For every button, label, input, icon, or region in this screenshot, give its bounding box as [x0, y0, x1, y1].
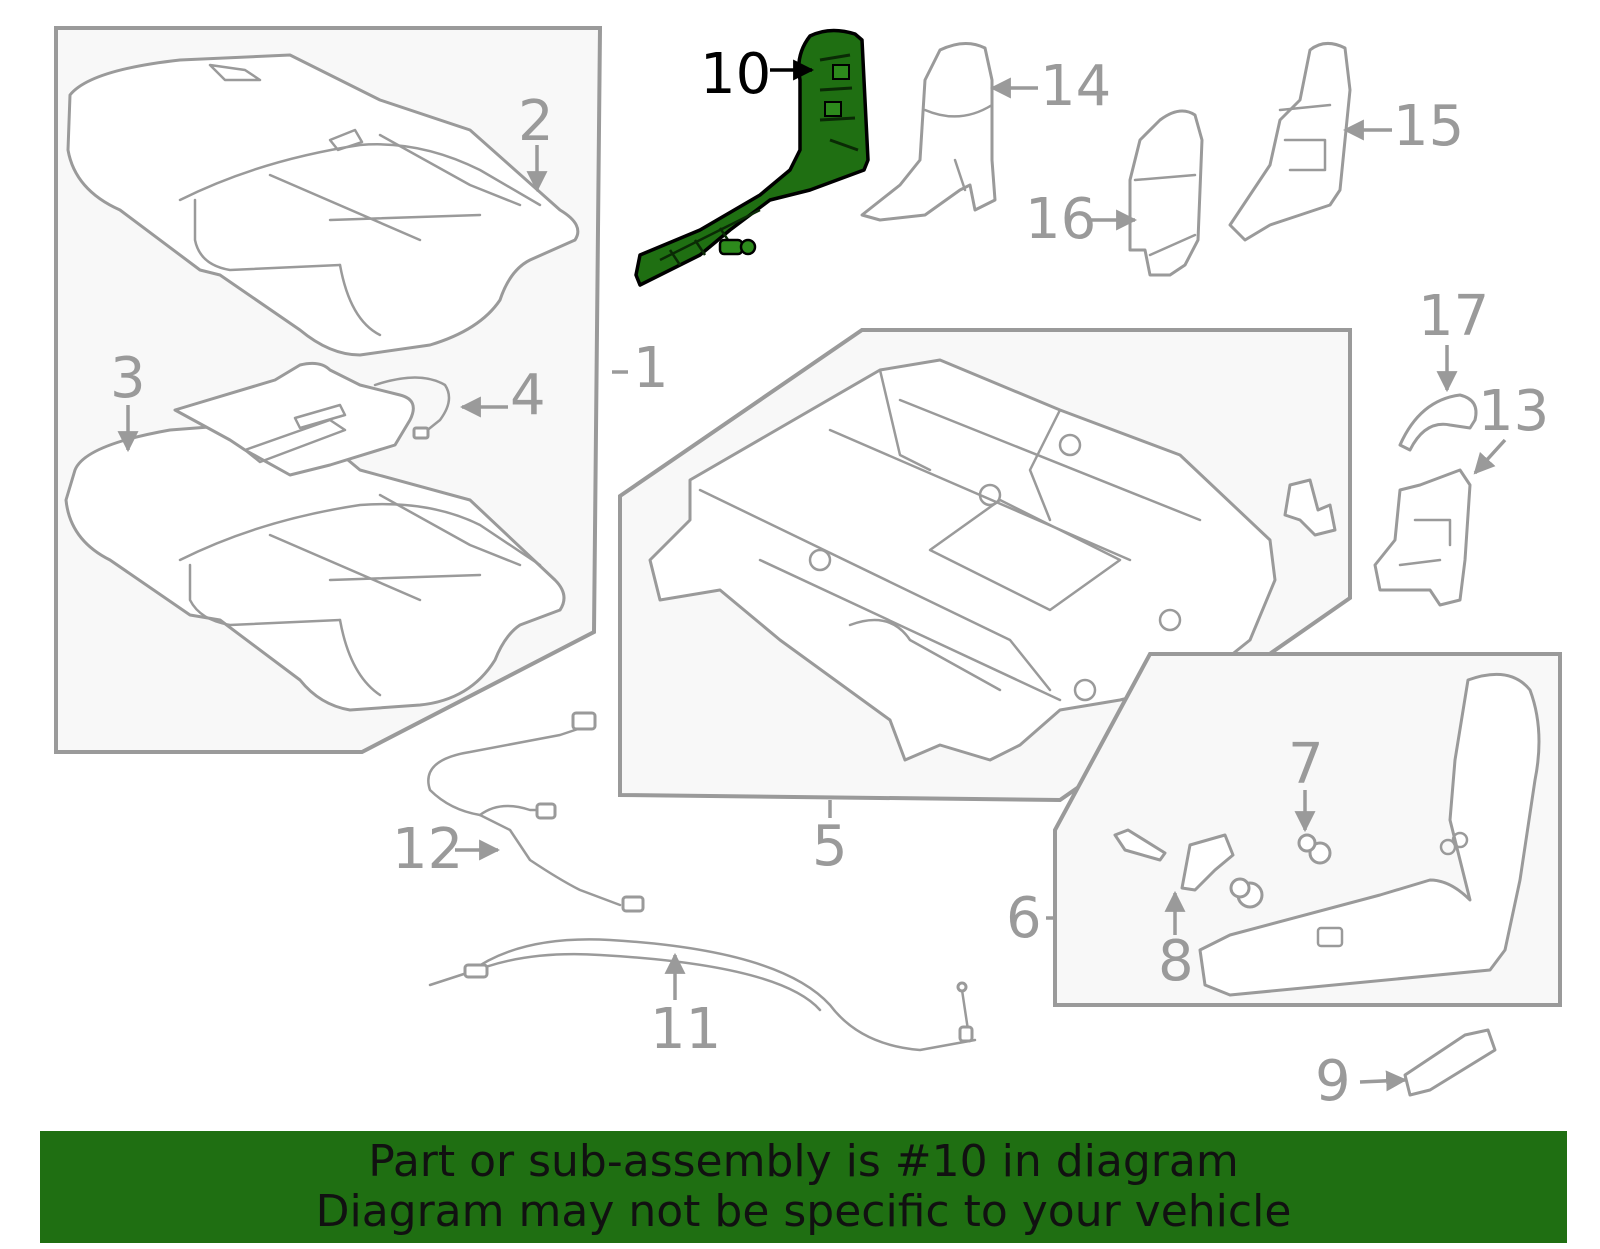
callout-4[interactable]: 4 — [510, 363, 546, 428]
callout-3[interactable]: 3 — [110, 346, 146, 411]
callout-2[interactable]: 2 — [518, 89, 554, 154]
part-2-seat-cover[interactable] — [66, 53, 580, 357]
callout-6[interactable]: 6 — [1006, 886, 1042, 951]
callout-15[interactable]: 15 — [1393, 94, 1464, 159]
part-4-heater-mat[interactable] — [173, 361, 451, 477]
part-8-knob[interactable] — [1180, 833, 1264, 909]
banner-line-part-number: Part or sub-assembly is #10 in diagram — [368, 1136, 1239, 1187]
part-15-recliner-cover[interactable] — [1228, 42, 1352, 242]
part-6-side-shield[interactable] — [1198, 672, 1541, 997]
callout-11[interactable]: 11 — [650, 997, 721, 1062]
part-14-trim-cover[interactable] — [860, 42, 997, 222]
info-banner: Part or sub-assembly is #10 in diagram D… — [40, 1131, 1567, 1243]
leader-9 — [1359, 1070, 1408, 1092]
callout-7[interactable]: 7 — [1288, 732, 1324, 797]
callout-8[interactable]: 8 — [1158, 929, 1194, 994]
part-3-seat-pad[interactable] — [64, 418, 566, 712]
callout-13[interactable]: 13 — [1478, 379, 1549, 444]
part-11-release-cable[interactable] — [428, 938, 977, 1052]
callout-14[interactable]: 14 — [1040, 54, 1111, 119]
part-9-handle[interactable] — [1403, 1028, 1497, 1097]
callout-12[interactable]: 12 — [392, 817, 463, 882]
banner-line-disclaimer: Diagram may not be specific to your vehi… — [315, 1186, 1292, 1237]
callout-16[interactable]: 16 — [1025, 187, 1096, 252]
screw[interactable] — [1113, 828, 1167, 862]
callout-9[interactable]: 9 — [1315, 1049, 1351, 1114]
callout-5[interactable]: 5 — [812, 814, 848, 879]
part-5-seat-frame[interactable] — [648, 358, 1337, 762]
leader-13 — [1473, 438, 1507, 475]
callout-1[interactable]: 1 — [633, 336, 669, 401]
part-17-trim-clip[interactable] — [1398, 393, 1478, 452]
part-13-hinge-cover[interactable] — [1373, 468, 1472, 607]
callout-17[interactable]: 17 — [1418, 284, 1489, 349]
part-12-wiring-harness[interactable] — [427, 711, 645, 913]
part-7-bolt[interactable] — [1297, 833, 1332, 865]
part-16-side-cover[interactable] — [1128, 109, 1204, 277]
callout-10[interactable]: 10 — [700, 42, 771, 107]
